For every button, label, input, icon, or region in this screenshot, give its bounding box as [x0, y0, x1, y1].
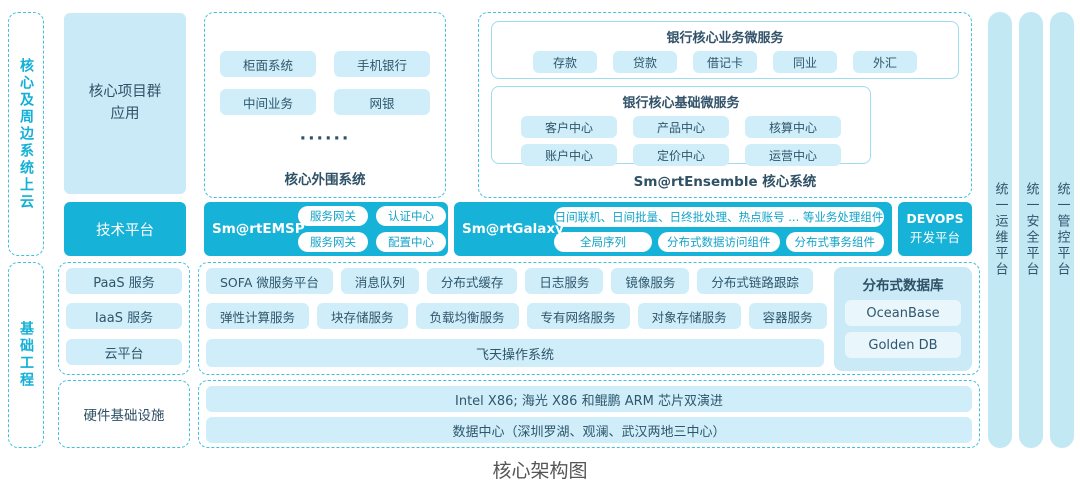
business-service-pill: 贷款 [612, 51, 677, 73]
emsp-pill-list: 服务网关认证中心服务网关配置中心 [298, 206, 446, 252]
tech-platform-label: 技术平台 [96, 222, 154, 239]
paas-service-pill: 日志服务 [525, 268, 604, 294]
section-label-cloud-text: 核心及周边系统上云 [18, 57, 34, 211]
core-apps-label: 核心项目群应用 [88, 83, 162, 122]
base-service-pill: 账户中心 [521, 144, 617, 166]
emsp-service-pill: 认证中心 [376, 206, 446, 226]
db-product-pill: OceanBase [845, 300, 961, 326]
iaas-label: IaaS 服务 [66, 303, 182, 329]
galaxy-service-pill: 分布式数据访问组件 [658, 231, 780, 252]
galaxy-label: Sm@rtGalaxy [462, 221, 564, 237]
paas-service-pill: 分布式缓存 [426, 268, 518, 294]
emsp-label: Sm@rtEMSP [212, 221, 305, 237]
section-label-cloud: 核心及周边系统上云 [8, 12, 44, 256]
peripheral-systems-panel: 柜面系统手机银行中间业务网银 ······ 核心外围系统 [204, 12, 446, 198]
business-service-pill: 外汇 [853, 51, 917, 73]
base-service-pill: 定价中心 [633, 144, 729, 166]
business-service-pill: 同业 [773, 51, 837, 73]
paas-service-pill: 消息队列 [340, 268, 419, 294]
peripheral-system-pill: 网银 [334, 89, 430, 115]
db-product-pill: Golden DB [845, 332, 961, 358]
emsp-service-pill: 服务网关 [298, 206, 368, 226]
unified-platform-list: 统一运维平台统一安全平台统一管控平台 [988, 12, 1074, 448]
peripheral-pill-list: 柜面系统手机银行中间业务网银 [205, 51, 445, 115]
distributed-db-title: 分布式数据库 [862, 278, 944, 294]
unified-platform-bar: 统一管控平台 [1050, 12, 1074, 448]
cloud-os-bar: 飞天操作系统 [206, 339, 824, 367]
cloud-platform-label: 云平台 [66, 339, 182, 365]
paas-service-pill: 分布式链路跟踪 [697, 268, 813, 294]
paas-service-pill: 镜像服务 [611, 268, 690, 294]
galaxy-box: Sm@rtGalaxy 日间联机、日间批量、日终批处理、热点账号 ... 等业务… [454, 202, 892, 256]
peripheral-panel-title: 核心外围系统 [284, 172, 366, 188]
galaxy-batch-pill: 日间联机、日间批量、日终批处理、热点账号 ... 等业务处理组件 [554, 206, 884, 227]
paas-pill-list: SOFA 微服务平台消息队列分布式缓存日志服务镜像服务分布式链路跟踪 [206, 268, 824, 294]
business-microservices-title: 银行核心业务微服务 [666, 31, 784, 46]
devops-line2: 开发平台 [909, 230, 960, 245]
business-service-pill: 存款 [532, 51, 597, 73]
base-service-pill: 运营中心 [745, 144, 841, 166]
ensemble-panel: 银行核心业务微服务 存款贷款借记卡同业外汇 银行核心基础微服务 客户中心产品中心… [478, 12, 972, 198]
diagram-title: 核心架构图 [492, 460, 588, 482]
tech-platform-label-box: 技术平台 [64, 202, 186, 256]
peripheral-system-pill: 柜面系统 [220, 51, 316, 77]
iaas-service-pill: 负载均衡服务 [415, 303, 519, 329]
hardware-bar-list: Intel X86; 海光 X86 和鲲鹏 ARM 芯片双演进数据中心（深圳罗湖… [206, 386, 972, 443]
paas-label: PaaS 服务 [66, 268, 182, 294]
galaxy-service-pill: 分布式事务组件 [785, 231, 884, 252]
base-service-pill: 客户中心 [521, 116, 617, 138]
business-service-pill: 借记卡 [692, 51, 757, 73]
devops-line1: DEVOPS [906, 211, 964, 227]
galaxy-service-pill: 全局序列 [554, 231, 652, 252]
iaas-pill-list: 弹性计算服务块存储服务负载均衡服务专有网络服务对象存储服务容器服务 [206, 303, 827, 329]
iaas-service-pill: 专有网络服务 [526, 303, 630, 329]
hardware-bar: Intel X86; 海光 X86 和鲲鹏 ARM 芯片双演进 [206, 386, 972, 412]
business-microservices-list: 存款贷款借记卡同业外汇 [492, 51, 958, 73]
iaas-service-pill: 容器服务 [748, 303, 827, 329]
core-apps-label-box: 核心项目群应用 [64, 13, 186, 194]
business-microservices-group: 银行核心业务微服务 存款贷款借记卡同业外汇 [491, 21, 959, 79]
hardware-label-box: 硬件基础设施 [58, 380, 190, 448]
emsp-service-pill: 配置中心 [376, 232, 446, 252]
iaas-service-pill: 块存储服务 [317, 303, 408, 329]
paas-service-pill: SOFA 微服务平台 [206, 268, 333, 294]
hardware-label: 硬件基础设施 [83, 408, 165, 424]
emsp-service-pill: 服务网关 [298, 232, 368, 252]
unified-platform-bar: 统一运维平台 [988, 12, 1012, 448]
section-label-infra: 基础工程 [8, 262, 44, 448]
section-label-infra-text: 基础工程 [18, 321, 34, 389]
iaas-service-pill: 弹性计算服务 [206, 303, 310, 329]
base-microservices-title: 银行核心基础微服务 [622, 96, 740, 111]
unified-platform-bar: 统一安全平台 [1019, 12, 1043, 448]
iaas-service-pill: 对象存储服务 [637, 303, 741, 329]
devops-box: DEVOPS 开发平台 [898, 202, 972, 256]
peripheral-system-pill: 中间业务 [220, 89, 316, 115]
base-service-pill: 核算中心 [745, 116, 841, 138]
base-service-pill: 产品中心 [633, 116, 729, 138]
base-microservices-list: 客户中心产品中心核算中心账户中心定价中心运营中心 [513, 116, 849, 166]
galaxy-pill-list: 全局序列分布式数据访问组件分布式事务组件 [554, 231, 884, 252]
peripheral-system-pill: 手机银行 [334, 51, 430, 77]
base-microservices-group: 银行核心基础微服务 客户中心产品中心核算中心账户中心定价中心运营中心 [491, 86, 871, 166]
hardware-bar: 数据中心（深圳罗湖、观澜、武汉两地三中心） [206, 417, 972, 443]
ensemble-panel-title: Sm@rtEnsemble 核心系统 [633, 174, 817, 190]
emsp-box: Sm@rtEMSP 服务网关认证中心服务网关配置中心 [204, 202, 448, 256]
ellipsis-text: ······ [299, 129, 351, 149]
